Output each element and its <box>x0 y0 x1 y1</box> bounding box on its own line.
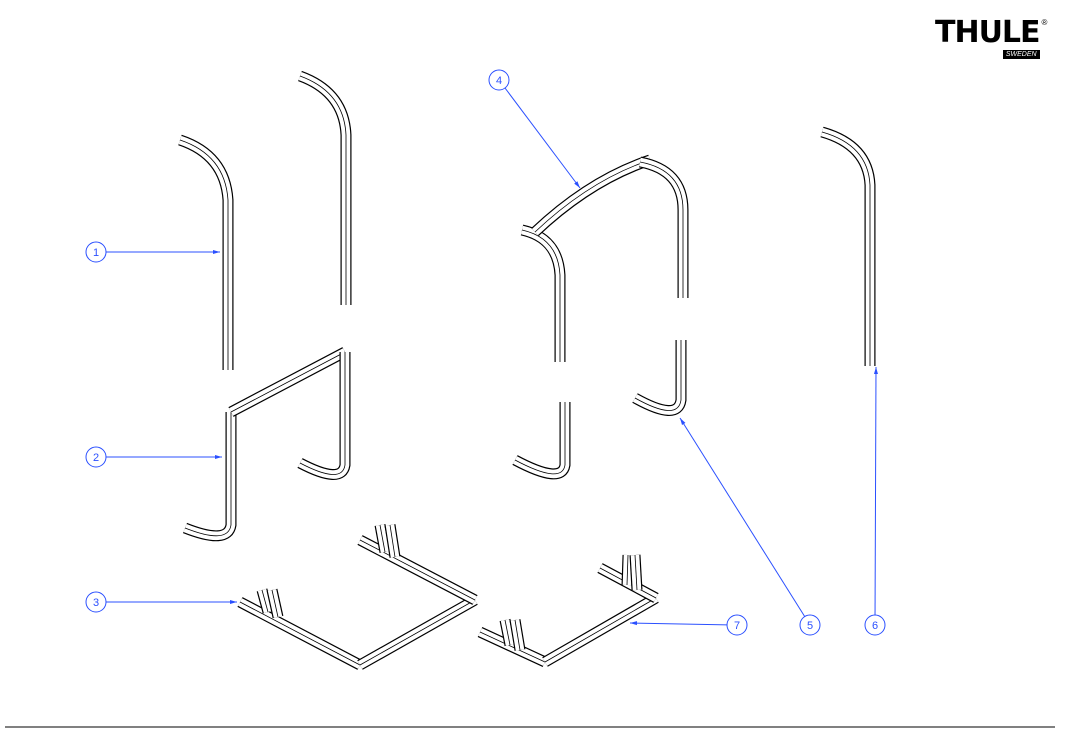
part-7-upright-d <box>629 554 643 591</box>
callout-6: 6 <box>864 366 886 636</box>
arrowhead-icon <box>873 367 878 375</box>
part-3-side <box>357 595 478 670</box>
part-7-front <box>477 627 548 667</box>
callout-bubble <box>85 446 107 468</box>
arrowhead-icon <box>213 250 220 254</box>
leader-line <box>504 87 581 189</box>
part-4-right <box>638 156 689 298</box>
thule-logo: THULE SWEDEN ® <box>935 18 1047 59</box>
arrowhead-icon <box>215 455 222 459</box>
leader-line <box>629 622 728 626</box>
callout-number: 5 <box>807 620 813 632</box>
part-2-right <box>297 352 351 480</box>
callout-2: 2 <box>85 446 222 468</box>
callout-bubble <box>799 614 821 636</box>
tube-parts <box>178 70 876 670</box>
leader-line <box>679 417 806 617</box>
callout-4: 4 <box>488 69 581 189</box>
logo-registered: ® <box>1041 18 1048 27</box>
arrowhead-icon <box>574 181 580 188</box>
part-3-upright-d <box>384 524 401 558</box>
callout-number: 6 <box>872 620 878 632</box>
part-2-bar <box>228 347 348 417</box>
leader-line <box>874 366 877 616</box>
part-6-tube <box>820 126 876 366</box>
arrowhead-icon <box>630 621 638 626</box>
callout-5: 5 <box>679 417 821 636</box>
part-1-tube <box>178 134 234 370</box>
part-3-upright-a <box>256 588 274 614</box>
part-3-back <box>357 535 478 605</box>
upright-tube <box>297 70 352 305</box>
callout-bubble <box>488 69 510 91</box>
part-2-left <box>182 412 237 542</box>
part-7-upright-a <box>499 618 516 647</box>
callout-number: 3 <box>93 597 99 609</box>
callout-number: 2 <box>93 452 99 464</box>
part-3-upright-c <box>374 523 391 554</box>
callout-bubble <box>726 614 748 636</box>
part-3-upright-b <box>266 588 284 619</box>
callouts: 1 2 3 4 5 6 7 <box>85 69 886 636</box>
logo-sub: SWEDEN <box>1002 50 1040 59</box>
part-3-front <box>237 597 363 670</box>
callout-number: 4 <box>496 75 502 87</box>
callout-1: 1 <box>85 241 220 263</box>
part-7-upright-c <box>621 554 634 586</box>
part-7-upright-b <box>509 619 526 651</box>
arrowhead-icon <box>230 600 237 604</box>
callout-bubble <box>864 614 886 636</box>
callout-3: 3 <box>85 591 237 613</box>
part-4-left <box>520 224 566 362</box>
small-j-tube <box>512 402 571 480</box>
callout-number: 7 <box>734 620 740 632</box>
arrowhead-icon <box>680 418 686 425</box>
callout-bubble <box>85 241 107 263</box>
logo-wordmark: THULE <box>935 15 1041 50</box>
logo-text-column: THULE SWEDEN <box>935 15 1041 59</box>
part-5-tube <box>632 340 687 416</box>
part-7-side <box>542 593 659 667</box>
callout-number: 1 <box>93 247 99 259</box>
callout-bubble <box>85 591 107 613</box>
callout-7: 7 <box>629 614 748 636</box>
part-4-bar <box>531 154 652 236</box>
